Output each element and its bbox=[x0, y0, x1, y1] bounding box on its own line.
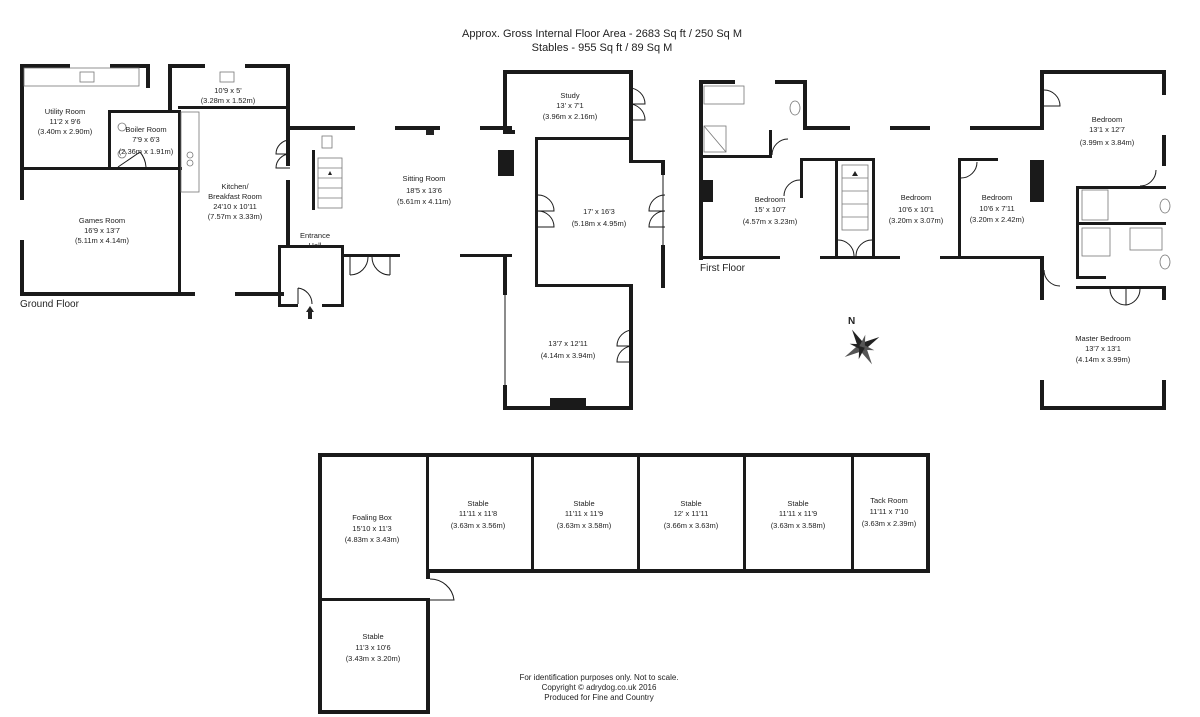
compass-icon bbox=[844, 329, 880, 365]
stable-1-metric: (3.63m x 3.56m) bbox=[451, 521, 506, 530]
bedroom-4-name: Bedroom bbox=[1092, 115, 1122, 124]
bedroom-2-metric: (3.20m x 3.07m) bbox=[889, 216, 944, 225]
south-room-imperial: 13'7 x 12'11 bbox=[548, 339, 587, 348]
foaling-box-imperial: 15'10 x 11'3 bbox=[352, 524, 391, 533]
tack-room-metric: (3.63m x 2.39m) bbox=[862, 519, 917, 528]
bedroom-4-metric: (3.99m x 3.84m) bbox=[1080, 138, 1135, 147]
producer-text: Produced for Fine and Country bbox=[544, 693, 653, 702]
stable-4-imperial: 11'11 x 11'9 bbox=[779, 509, 817, 518]
games-room-imperial: 16'9 x 13'7 bbox=[84, 226, 120, 235]
kitchen-metric: (7.57m x 3.33m) bbox=[208, 212, 263, 221]
utility-room-imperial: 11'2 x 9'6 bbox=[49, 117, 80, 126]
pantry-metric: (3.28m x 1.52m) bbox=[201, 96, 256, 105]
tack-room-name: Tack Room bbox=[870, 496, 908, 505]
utility-room-name: Utility Room bbox=[45, 107, 85, 116]
south-room-metric: (4.14m x 3.94m) bbox=[541, 351, 596, 360]
bedroom-2-name: Bedroom bbox=[901, 193, 931, 202]
stable-4-metric: (3.63m x 3.58m) bbox=[771, 521, 826, 530]
stable-3-name: Stable bbox=[680, 499, 701, 508]
bedroom-4-imperial: 13'1 x 12'7 bbox=[1089, 125, 1125, 134]
tack-room-imperial: 11'11 x 7'10 bbox=[870, 507, 909, 516]
stables-area-heading: Stables - 955 Sq ft / 89 Sq M bbox=[532, 42, 673, 54]
reception-metric: (5.18m x 4.95m) bbox=[572, 219, 627, 228]
pantry-imperial: 10'9 x 5' bbox=[214, 86, 242, 95]
entrance-hall-line1: Entrance bbox=[300, 231, 330, 240]
bedroom-2-imperial: 10'6 x 10'1 bbox=[898, 205, 934, 214]
sitting-room-name: Sitting Room bbox=[403, 174, 446, 183]
stable-5-name: Stable bbox=[362, 632, 383, 641]
study-metric: (3.96m x 2.16m) bbox=[543, 112, 598, 121]
kitchen-imperial: 24'10 x 10'11 bbox=[213, 202, 257, 211]
utility-room-metric: (3.40m x 2.90m) bbox=[38, 127, 93, 136]
stable-2-name: Stable bbox=[573, 499, 594, 508]
entrance-hall-line2: Hall bbox=[309, 241, 322, 250]
games-room-metric: (5.11m x 4.14m) bbox=[75, 236, 130, 245]
sitting-room-metric: (5.61m x 4.11m) bbox=[397, 197, 452, 206]
stable-5-metric: (3.43m x 3.20m) bbox=[346, 654, 401, 663]
stables-plan bbox=[318, 453, 930, 714]
master-bedroom-imperial: 13'7 x 13'1 bbox=[1085, 344, 1121, 353]
reception-imperial: 17' x 16'3 bbox=[583, 207, 615, 216]
stable-5-imperial: 11'3 x 10'6 bbox=[355, 643, 390, 652]
foaling-box-metric: (4.83m x 3.43m) bbox=[345, 535, 400, 544]
bedroom-3-metric: (3.20m x 2.42m) bbox=[970, 215, 1025, 224]
kitchen-name-line1: Kitchen/ bbox=[221, 182, 249, 191]
boiler-room-metric: (2.36m x 1.91m) bbox=[119, 147, 174, 156]
kitchen-name-line2: Breakfast Room bbox=[208, 192, 262, 201]
master-bedroom-name: Master Bedroom bbox=[1075, 334, 1130, 343]
bedroom-1-metric: (4.57m x 3.23m) bbox=[743, 217, 798, 226]
stable-3-imperial: 12' x 11'11 bbox=[674, 509, 709, 518]
bedroom-3-name: Bedroom bbox=[982, 193, 1012, 202]
ground-floor-plan bbox=[19, 63, 666, 410]
sitting-room-imperial: 18'5 x 13'6 bbox=[406, 186, 442, 195]
stable-2-metric: (3.63m x 3.58m) bbox=[557, 521, 612, 530]
bedroom-3-imperial: 10'6 x 7'11 bbox=[979, 204, 1014, 213]
ground-floor-label: Ground Floor bbox=[20, 299, 80, 310]
stable-2-imperial: 11'11 x 11'9 bbox=[565, 509, 603, 518]
disclaimer-text: For identification purposes only. Not to… bbox=[519, 673, 678, 682]
bedroom-1-name: Bedroom bbox=[755, 195, 785, 204]
copyright-text: Copyright © adrydog.co.uk 2016 bbox=[542, 683, 657, 692]
stable-3-metric: (3.66m x 3.63m) bbox=[664, 521, 719, 530]
bedroom-1-imperial: 15' x 10'7 bbox=[754, 205, 786, 214]
first-floor-label: First Floor bbox=[700, 263, 746, 274]
games-room-name: Games Room bbox=[79, 216, 125, 225]
stable-4-name: Stable bbox=[787, 499, 808, 508]
foaling-box-name: Foaling Box bbox=[352, 513, 392, 522]
stable-1-imperial: 11'11 x 11'8 bbox=[459, 509, 497, 518]
stable-1-name: Stable bbox=[467, 499, 488, 508]
boiler-room-imperial: 7'9 x 6'3 bbox=[132, 135, 159, 144]
master-bedroom-metric: (4.14m x 3.99m) bbox=[1076, 355, 1131, 364]
first-floor-plan bbox=[699, 70, 1171, 410]
study-name: Study bbox=[560, 91, 579, 100]
gross-area-heading: Approx. Gross Internal Floor Area - 2683… bbox=[462, 28, 742, 40]
boiler-room-name: Boiler Room bbox=[125, 125, 166, 134]
study-imperial: 13' x 7'1 bbox=[556, 101, 583, 110]
compass-north-label: N bbox=[848, 316, 855, 327]
